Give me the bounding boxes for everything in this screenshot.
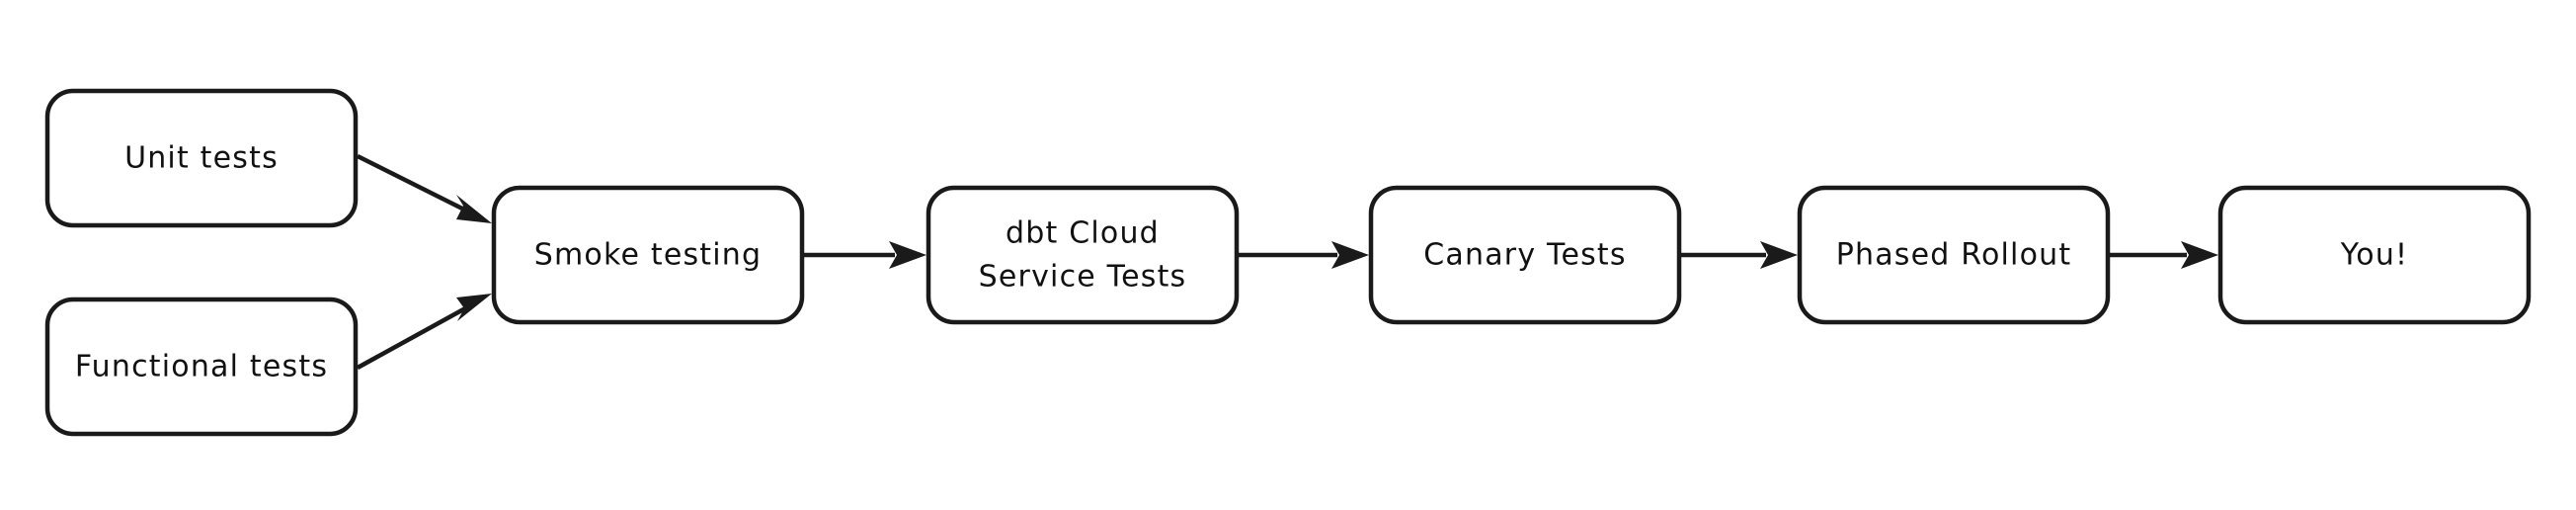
node-shape[interactable] [491,185,805,325]
node-shape[interactable] [2217,185,2532,325]
node-label-unit-tests: Unit tests [124,141,279,176]
edge-line [356,153,478,218]
edge-line [356,300,478,370]
node-label-functional-tests: Functional tests [75,350,328,384]
edge-unit-tests-to-smoke-testing [356,153,492,223]
node-phased-rollout[interactable]: Phased Rollout [1797,185,2111,325]
node-label-phased-rollout: Phased Rollout [1836,238,2072,273]
node-label-smoke-testing: Smoke testing [534,238,763,273]
arrowhead-icon [456,294,492,321]
arrowhead-icon [2181,241,2218,269]
arrowhead-icon [1331,241,1369,269]
edge-canary-tests-to-phased-rollout [1681,241,1798,269]
arrowhead-icon [456,195,492,223]
node-shape[interactable] [44,88,359,228]
node-functional-tests[interactable]: Functional tests [44,297,359,437]
node-shape[interactable] [926,185,1240,325]
edge-smoke-testing-to-dbt-cloud-service-tests [804,241,926,269]
node-shape[interactable] [1368,185,1682,325]
node-shape[interactable] [1797,185,2111,325]
node-label-dbt-cloud-line1: dbt Cloud [1006,216,1160,251]
node-label-dbt-cloud-line2: Service Tests [979,260,1187,295]
node-dbt-cloud-service-tests[interactable]: dbt Cloud Service Tests [926,185,1240,325]
node-unit-tests[interactable]: Unit tests [44,88,359,228]
arrowhead-icon [1760,241,1798,269]
node-label-you: You! [2340,238,2409,273]
node-smoke-testing[interactable]: Smoke testing [491,185,805,325]
node-shape[interactable] [44,297,359,437]
edge-phased-rollout-to-you [2110,241,2218,269]
arrowhead-icon [889,241,926,269]
node-canary-tests[interactable]: Canary Tests [1368,185,1682,325]
node-you[interactable]: You! [2217,185,2532,325]
edge-dbt-cloud-service-tests-to-canary-tests [1239,241,1369,269]
node-label-canary-tests: Canary Tests [1423,238,1626,273]
edge-functional-tests-to-smoke-testing [356,294,492,370]
